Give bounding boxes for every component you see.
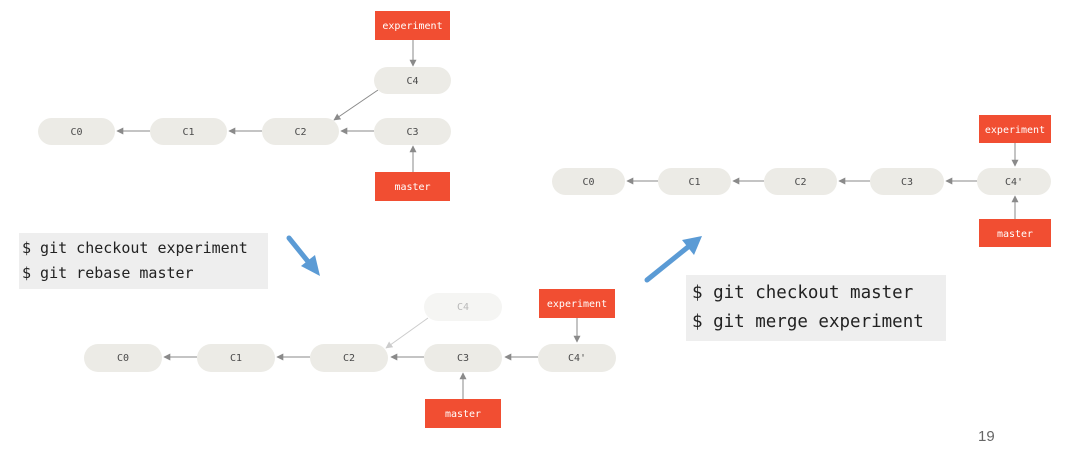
ref-experiment: experiment xyxy=(375,11,450,40)
commit-label: C4' xyxy=(1005,177,1023,188)
command-line: $ git merge experiment xyxy=(692,312,924,332)
commit-label: C1 xyxy=(688,177,700,188)
commit-c1: C1 xyxy=(658,168,731,195)
commit-label: C1 xyxy=(230,353,242,364)
ref-label: experiment xyxy=(382,21,442,32)
commit-label: C3 xyxy=(406,127,418,138)
commit-label: C0 xyxy=(117,353,129,364)
commit-c4-prime: C4' xyxy=(977,168,1051,195)
ref-label: experiment xyxy=(985,125,1045,136)
commit-c4-prime: C4' xyxy=(538,344,616,372)
commit-label: C4 xyxy=(406,76,418,87)
command-line: $ git rebase master xyxy=(22,264,194,282)
command-line: $ git checkout master xyxy=(692,283,914,303)
commit-label: C3 xyxy=(901,177,913,188)
commit-label: C2 xyxy=(794,177,806,188)
diagram-merged: C0 C1 C2 C3 C4' experiment master xyxy=(552,115,1051,247)
rebase-commands: $ git checkout experiment $ git rebase ma… xyxy=(19,233,268,289)
ref-master: master xyxy=(375,172,450,201)
command-line: $ git checkout experiment xyxy=(22,239,248,257)
ref-label: master xyxy=(445,409,481,420)
commit-label: C3 xyxy=(457,353,469,364)
commit-c2: C2 xyxy=(764,168,837,195)
ref-experiment: experiment xyxy=(979,115,1051,143)
commit-c0: C0 xyxy=(84,344,162,372)
commit-label: C2 xyxy=(343,353,355,364)
commit-c0: C0 xyxy=(38,118,115,145)
ref-label: master xyxy=(394,182,430,193)
commit-c1: C1 xyxy=(197,344,275,372)
ref-label: master xyxy=(997,229,1033,240)
commit-c1: C1 xyxy=(150,118,227,145)
commit-c3: C3 xyxy=(374,118,451,145)
commit-label: C4' xyxy=(568,353,586,364)
edge xyxy=(333,89,379,121)
commit-c4: C4 xyxy=(374,67,451,94)
commit-c2: C2 xyxy=(310,344,388,372)
ref-master: master xyxy=(425,399,501,428)
step-arrow-up-icon xyxy=(644,236,702,283)
page-number: 19 xyxy=(978,428,995,445)
commit-label: C0 xyxy=(582,177,594,188)
commit-c3: C3 xyxy=(870,168,944,195)
step-arrow-down-icon xyxy=(286,235,320,276)
commit-c2: C2 xyxy=(262,118,339,145)
merge-commands: $ git checkout master $ git merge experim… xyxy=(686,275,946,341)
commit-label: C2 xyxy=(294,127,306,138)
commit-label: C1 xyxy=(182,127,194,138)
ref-experiment: experiment xyxy=(539,289,615,318)
ref-label: experiment xyxy=(547,299,607,310)
ref-master: master xyxy=(979,219,1051,247)
commit-c0: C0 xyxy=(552,168,625,195)
diagram-before: C0 C1 C2 C3 C4 experiment master xyxy=(38,11,451,201)
diagram-rebased: C0 C1 C2 C3 C4' C4 experiment mas xyxy=(84,289,616,428)
commit-c3: C3 xyxy=(424,344,502,372)
edge-faded xyxy=(385,317,429,349)
commit-label: C0 xyxy=(70,127,82,138)
commit-c4-orphan: C4 xyxy=(424,293,502,321)
commit-label: C4 xyxy=(457,302,469,313)
